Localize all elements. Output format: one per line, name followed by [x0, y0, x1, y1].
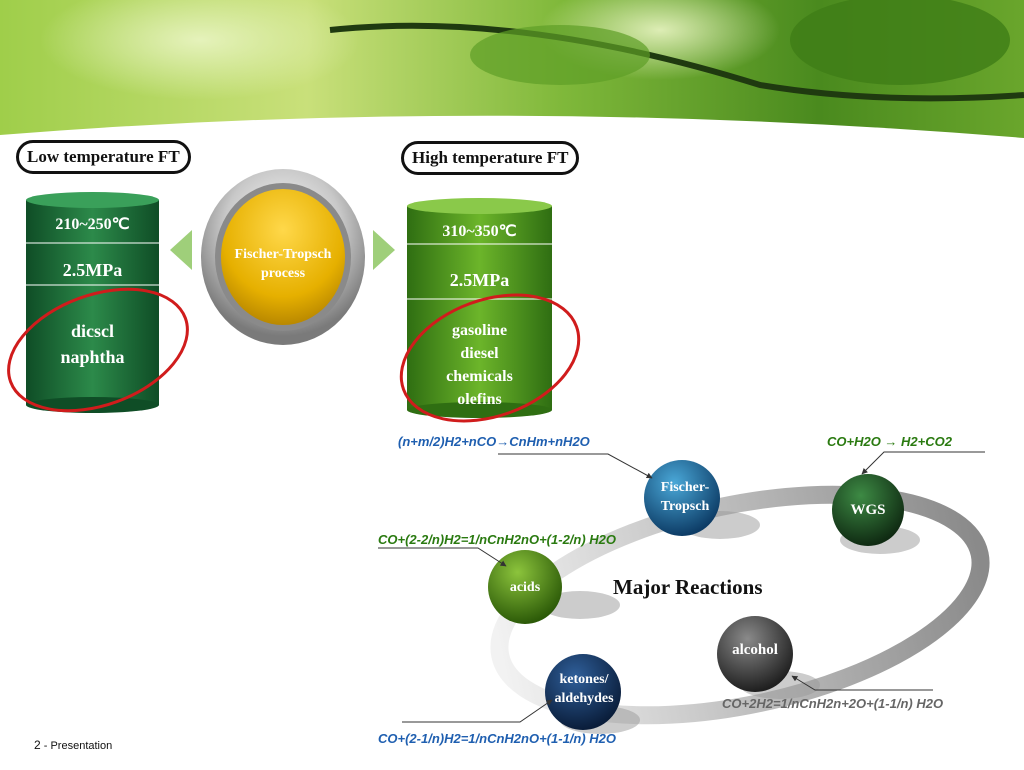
high-temp-product-2: diesel — [460, 345, 499, 362]
high-temp-product-1: gasoline — [451, 322, 508, 339]
reaction-cycle-ring — [490, 485, 990, 725]
equation-fischer-tropsch-text: (n+m/2)H2+nCO→CnHm+nH2O — [398, 434, 590, 449]
high-temp-product-4: olefins — [457, 391, 502, 408]
footer-separator: - — [40, 740, 51, 752]
node-fischer-tropsch-line2: Tropsch — [660, 499, 710, 514]
node-ketones-line2: aldehydes — [554, 691, 614, 706]
node-wgs — [832, 474, 904, 546]
high-temp-pressure: 2.5MPa — [449, 270, 510, 290]
high-temp-cylinder — [407, 198, 552, 418]
center-arrows — [170, 230, 395, 270]
low-temp-product-2: naphtha — [60, 347, 125, 367]
node-ketones-aldehydes — [545, 654, 621, 730]
center-label-line2: process — [260, 266, 306, 281]
low-temp-highlight-ellipse — [7, 287, 189, 413]
high-temp-highlight-ellipse — [399, 293, 581, 423]
equation-alcohol: CO+2H2=1/nCnH2n+2O+(1-1/n) H2O — [722, 696, 943, 711]
node-acids — [488, 550, 562, 624]
equation-ketones-text: CO+(2-1/n)H2=1/nCnH2nO+(1-1/n) H2O — [378, 731, 617, 746]
center-label-line1: Fischer-Tropsch — [234, 247, 332, 262]
high-temp-product-3: chemicals — [446, 368, 513, 385]
equation-ketones: CO+(2-1/n)H2=1/nCnH2nO+(1-1/n) H2O — [378, 731, 616, 746]
equation-alcohol-text: CO+2H2=1/nCnH2n+2O+(1-1/n) H2O — [722, 696, 944, 711]
equation-acids-text: CO+(2-2/n)H2=1/nCnH2nO+(1-2/n) H2O — [378, 532, 617, 547]
node-wgs-label: WGS — [850, 502, 886, 518]
node-ketones-line1: ketones/ — [559, 672, 609, 687]
node-fischer-tropsch — [644, 460, 720, 536]
node-ketones-label: ketones/ aldehydes — [541, 670, 627, 708]
header-banner — [0, 0, 1024, 140]
equation-wgs-text: CO+H2O → H2+CO2 — [827, 434, 952, 449]
low-temp-pressure: 2.5MPa — [62, 260, 123, 280]
node-acids-label: acids — [509, 580, 541, 595]
high-temp-ft-label: High temperature FT — [401, 141, 580, 175]
low-temp-product-1: dicscl — [71, 321, 114, 341]
low-temp-ft-label: Low temperature FT — [16, 140, 191, 174]
high-temp-temperature: 310~350℃ — [442, 223, 517, 240]
major-reactions-title: Major Reactions — [613, 575, 763, 599]
node-alcohol — [717, 616, 793, 692]
footer-label: Presentation — [50, 740, 113, 752]
slide-footer: 2 - Presentation — [34, 738, 112, 752]
page-number: 2 — [34, 738, 41, 752]
node-alcohol-label: alcohol — [732, 642, 778, 658]
equation-wgs: CO+H2O → H2+CO2 — [827, 434, 952, 449]
equation-fischer-tropsch: (n+m/2)H2+nCO→CnHm+nH2O — [398, 434, 590, 449]
low-temp-temperature: 210~250℃ — [55, 216, 130, 233]
low-temp-cylinder — [26, 192, 159, 413]
fischer-tropsch-process-badge — [201, 169, 365, 345]
node-fischer-tropsch-label: Fischer- Tropsch — [642, 478, 728, 516]
equation-acids: CO+(2-2/n)H2=1/nCnH2nO+(1-2/n) H2O — [378, 532, 616, 547]
center-label: Fischer-Tropsch process — [216, 245, 350, 283]
node-fischer-tropsch-line1: Fischer- — [660, 480, 710, 495]
